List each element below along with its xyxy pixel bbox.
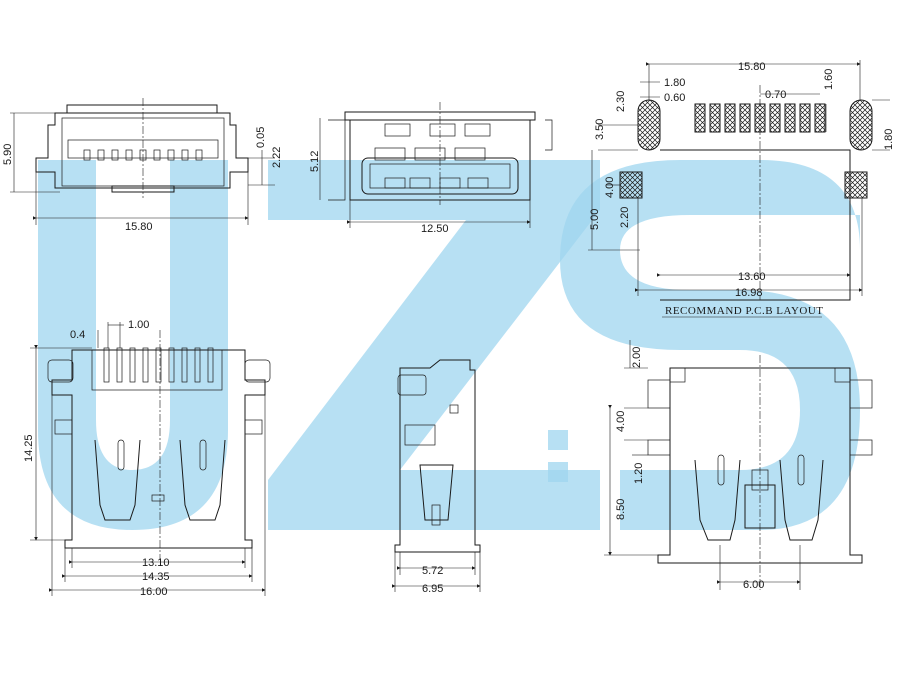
top-pitch-label: 1.00 <box>128 319 149 331</box>
top-width-outer-label: 16.00 <box>140 586 168 598</box>
bottom-peg-pitch-label: 4.00 <box>615 411 627 432</box>
pcb-slot-height-label: 2.30 <box>615 91 627 112</box>
side-width-inner-label: 5.72 <box>422 565 443 577</box>
watermark-logo <box>38 160 860 530</box>
top-pin-width-label: 0.4 <box>70 329 85 341</box>
bottom-height-label: 8.50 <box>615 499 627 520</box>
top-view: 0.4 1.00 14.25 13.10 14.35 16.00 <box>23 319 271 598</box>
side-view: 5.72 6.95 <box>392 359 481 595</box>
front-pin-offset-label: 0.05 <box>255 127 267 148</box>
pcb-pitch-label: 0.70 <box>765 89 786 101</box>
pcb-overall-width-label: 15.80 <box>738 61 766 73</box>
pcb-slot-inner-label: 0.60 <box>664 92 685 104</box>
end-contact-row-top <box>374 123 491 161</box>
bottom-peg-height-label: 1.20 <box>633 463 645 484</box>
end-view: 5.12 12.50 <box>309 102 553 235</box>
end-width-label: 12.50 <box>421 223 449 235</box>
end-height-label: 5.12 <box>309 151 321 172</box>
top-width-inner-label: 13.10 <box>142 557 170 569</box>
front-height-label: 5.90 <box>2 144 14 165</box>
pcb-total-span-label: 16.98 <box>735 287 763 299</box>
pcb-pad-row <box>694 103 826 133</box>
pcb-layout-caption: RECOMMAND P.C.B LAYOUT <box>665 305 824 317</box>
front-view: 5.90 15.80 0.05 2.22 <box>2 98 283 233</box>
bottom-view: 2.00 4.00 1.20 8.50 6.00 <box>604 340 873 591</box>
pcb-total-height-label: 5.00 <box>589 209 601 230</box>
pcb-layout-view: 15.80 1.80 0.60 2.30 0.70 1.60 1.80 3.50… <box>588 60 895 318</box>
top-height-label: 14.25 <box>23 434 35 462</box>
side-width-outer-label: 6.95 <box>422 583 443 595</box>
pcb-pad-length-label: 1.60 <box>823 69 835 90</box>
bottom-spring-span-label: 6.00 <box>743 579 764 591</box>
top-pin-row <box>103 347 214 383</box>
pcb-peg-span-label: 13.60 <box>738 271 766 283</box>
pcb-slot-width-label: 1.80 <box>664 77 685 89</box>
pcb-slot-length-label: 3.50 <box>594 119 606 140</box>
pcb-right-slot-label: 1.80 <box>883 129 895 150</box>
pcb-peg-height-label: 2.20 <box>619 207 631 228</box>
front-pin-height-label: 2.22 <box>271 147 283 168</box>
top-width-mid-label: 14.35 <box>142 571 170 583</box>
front-width-label: 15.80 <box>125 221 153 233</box>
pcb-row-gap-label: 4.00 <box>604 177 616 198</box>
bottom-top-offset-label: 2.00 <box>631 347 643 368</box>
